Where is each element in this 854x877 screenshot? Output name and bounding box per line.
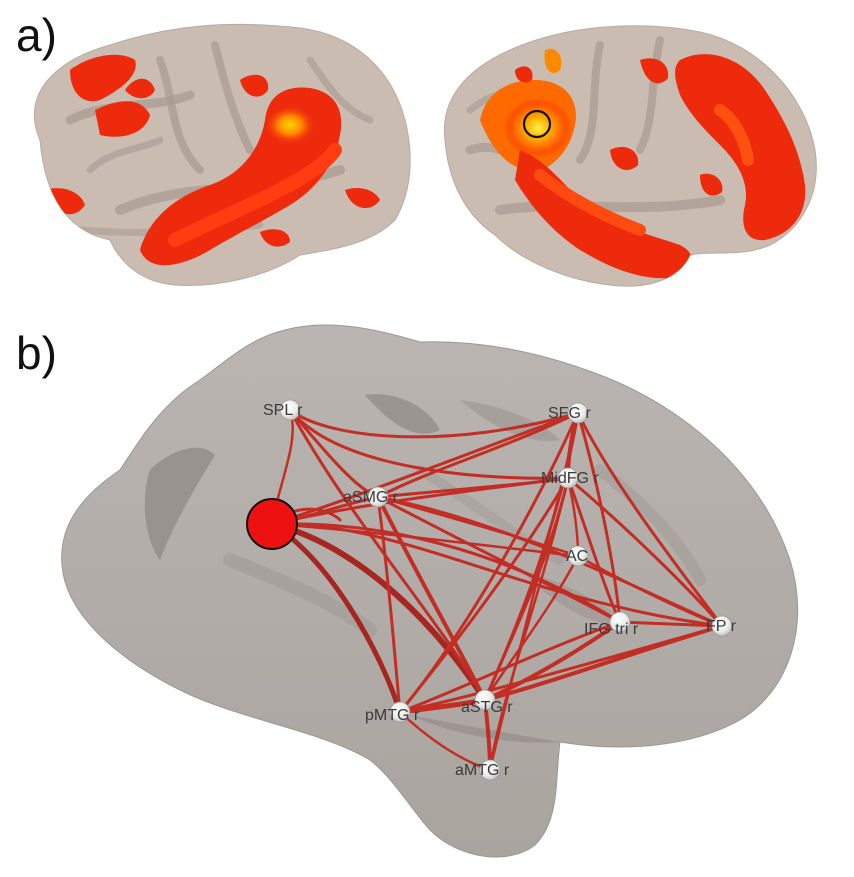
node-label-pMTG: pMTG r — [365, 707, 420, 724]
left-hemisphere — [34, 23, 411, 286]
node-MidFG: MidFG r — [541, 467, 599, 489]
node-FP: FP r — [706, 615, 737, 637]
node-label-IFGtri: IFG tri r — [584, 621, 639, 638]
node-label-aMTG: aMTG r — [455, 762, 510, 779]
node-label-FP: FP r — [706, 618, 737, 635]
panel-a-label: a) — [16, 9, 57, 61]
node-label-aSTG: aSTG r — [461, 699, 513, 716]
node-label-aSMG: aSMG r — [343, 489, 399, 506]
panel-a-brains — [34, 23, 817, 287]
node-SPL: SPL r — [263, 399, 303, 421]
node-aMTG: aMTG r — [455, 759, 510, 781]
node-aSMG: aSMG r — [343, 486, 399, 508]
right-hemisphere — [443, 25, 817, 287]
node-label-SFG: SFG r — [548, 405, 591, 422]
node-label-SPL: SPL r — [263, 402, 303, 419]
node-aSTG: aSTG r — [461, 689, 513, 716]
node-label-AC: AC — [566, 548, 588, 565]
panel-b-label: b) — [16, 327, 57, 379]
seed-region-marker — [522, 109, 552, 139]
connections — [269, 408, 724, 772]
node-label-MidFG: MidFG r — [541, 470, 599, 487]
seed-node — [246, 498, 298, 550]
node-SFG: SFG r — [548, 402, 591, 424]
node-AC: AC — [566, 545, 589, 567]
node-IFGtri: IFG tri r — [584, 611, 639, 638]
node-pMTG: pMTG r — [365, 701, 420, 724]
